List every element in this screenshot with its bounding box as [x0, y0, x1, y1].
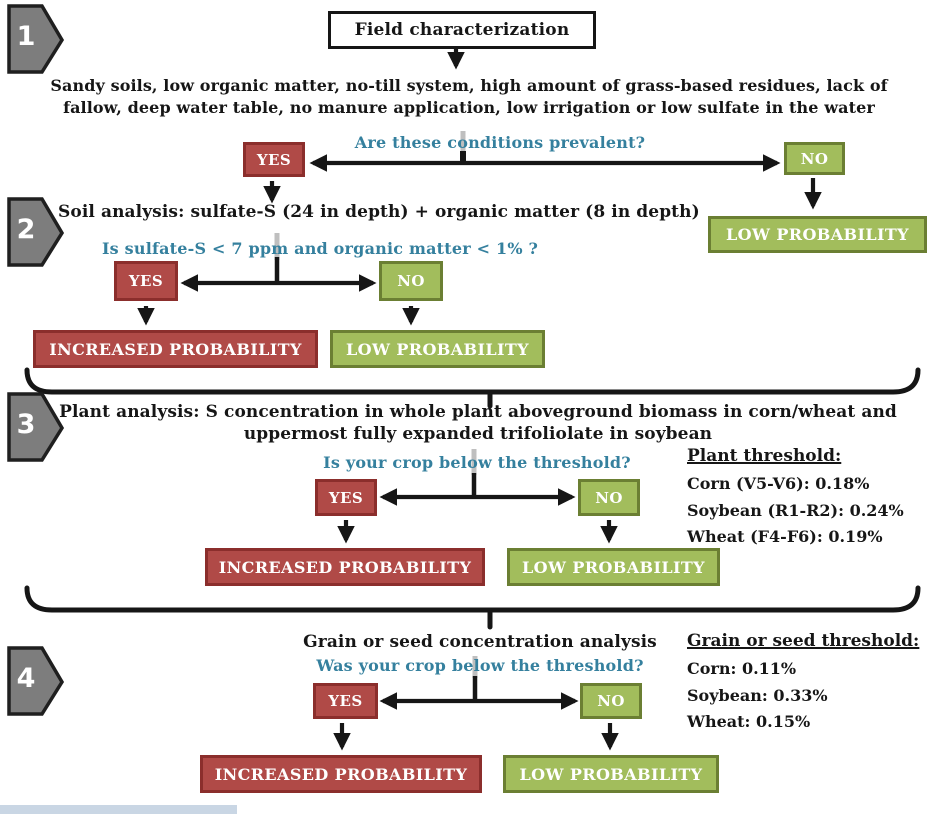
step4-question: Was your crop below the threshold?	[316, 656, 644, 675]
plant-threshold-wheat: Wheat (F4-F6): 0.19%	[687, 527, 883, 546]
grain-threshold-soybean: Soybean: 0.33%	[687, 686, 828, 705]
grain-threshold-heading: Grain or seed threshold:	[687, 631, 920, 651]
step4-badge: 4	[7, 646, 65, 716]
step1-badge: 1	[7, 4, 65, 74]
step1-no-box: NO	[784, 142, 845, 175]
step2-question: Is sulfate-S < 7 ppm and organic matter …	[102, 239, 539, 258]
plant-threshold-heading: Plant threshold:	[687, 446, 842, 466]
step1-description: Sandy soils, low organic matter, no-till…	[50, 76, 888, 117]
step4-badge-shape	[7, 646, 65, 716]
step3-low-probability-box: LOW PROBABILITY	[507, 548, 720, 586]
grain-threshold-corn: Corn: 0.11%	[687, 659, 797, 678]
step3-no-box: NO	[578, 479, 640, 516]
step2-increased-probability-box: INCREASED PROBABILITY	[33, 330, 318, 368]
step4-number: 4	[16, 663, 36, 694]
step3-badge: 3	[7, 392, 65, 462]
step3-yes-box: YES	[315, 479, 377, 516]
step2-title: Soil analysis: sulfate-S (24 in depth) +…	[58, 202, 700, 222]
grain-threshold-wheat: Wheat: 0.15%	[687, 712, 811, 731]
step3-badge-shape	[7, 392, 65, 462]
step4-yes-box: YES	[313, 683, 378, 719]
step2-badge: 2	[7, 197, 65, 267]
field-characterization-box: Field characterization	[328, 11, 596, 49]
step1-question: Are these conditions prevalent?	[354, 133, 646, 152]
step2-number: 2	[16, 214, 36, 245]
plant-threshold-corn: Corn (V5-V6): 0.18%	[687, 474, 870, 493]
step1-low-probability-box: LOW PROBABILITY	[708, 216, 927, 253]
step4-low-probability-box: LOW PROBABILITY	[503, 755, 719, 793]
bottom-edge-strip	[0, 805, 237, 814]
bracket-step2-to-step3	[24, 367, 921, 395]
bracket-step3-to-step4	[24, 585, 921, 613]
step4-title: Grain or seed concentration analysis	[303, 632, 657, 652]
step1-yes-box: YES	[243, 142, 305, 177]
step4-increased-probability-box: INCREASED PROBABILITY	[200, 755, 482, 793]
step2-badge-shape	[7, 197, 65, 267]
step2-yes-box: YES	[114, 261, 178, 301]
step1-number: 1	[16, 21, 36, 52]
step4-no-box: NO	[580, 683, 642, 719]
step3-question: Is your crop below the threshold?	[323, 453, 631, 472]
step3-increased-probability-box: INCREASED PROBABILITY	[205, 548, 485, 586]
step2-low-probability-box: LOW PROBABILITY	[330, 330, 545, 368]
step3-number: 3	[16, 409, 36, 440]
step2-no-box: NO	[379, 261, 443, 301]
step1-badge-shape	[7, 4, 65, 74]
step3-title: Plant analysis: S concentration in whole…	[59, 402, 897, 444]
plant-threshold-soybean: Soybean (R1-R2): 0.24%	[687, 501, 904, 520]
